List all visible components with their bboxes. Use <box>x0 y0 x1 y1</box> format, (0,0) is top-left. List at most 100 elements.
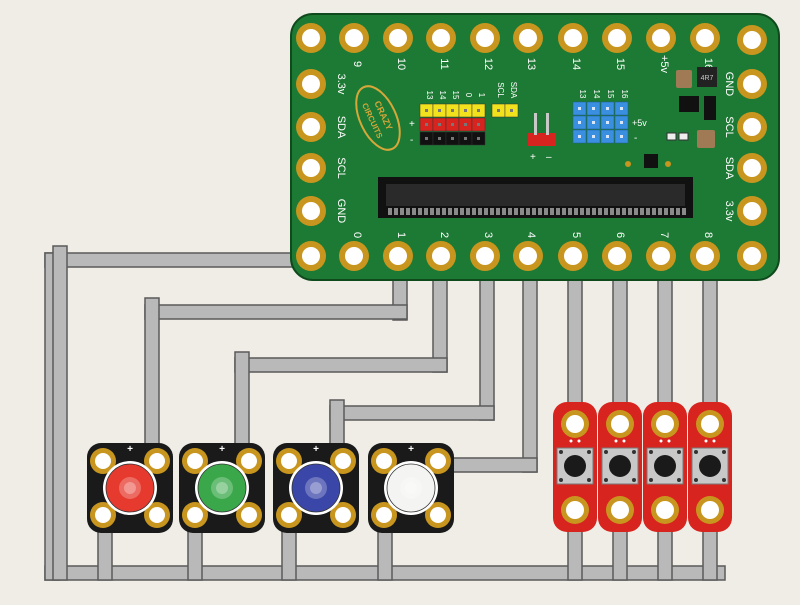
push-button-module <box>598 402 642 532</box>
pin-hole <box>389 29 407 47</box>
led-highlight <box>400 477 422 499</box>
header-pin-hole <box>592 135 595 138</box>
connector-contact <box>490 208 494 215</box>
header-minus-label: - <box>410 135 413 146</box>
header-pin-hole <box>425 137 428 140</box>
header-pin-hole <box>578 135 581 138</box>
top-pin-label: 9 <box>351 61 363 67</box>
crazy-circuits-logo: CRAZY CIRCUITS <box>355 85 401 151</box>
connector-contact <box>598 208 602 215</box>
connector-contact <box>544 208 548 215</box>
connector-contact <box>580 208 584 215</box>
connector-contact <box>520 208 524 215</box>
right-pin-label: SCL <box>723 116 735 137</box>
connector-contact <box>430 208 434 215</box>
connector-contacts <box>388 208 686 215</box>
pin-hole <box>302 247 320 265</box>
header-pin-hole <box>620 135 623 138</box>
header-pin-hole <box>464 123 467 126</box>
connector-contact <box>424 208 428 215</box>
connector-contact <box>442 208 446 215</box>
led-pad-hole <box>241 507 257 523</box>
button-cap[interactable] <box>564 455 586 477</box>
connector-contact <box>550 208 554 215</box>
pin-hole <box>302 118 320 136</box>
servo-pin-label: 16 <box>620 90 629 99</box>
header-pin-hole <box>464 109 467 112</box>
top-pin-label: 11 <box>438 58 450 69</box>
pin-hole <box>696 247 714 265</box>
connector-contact <box>610 208 614 215</box>
inductor: 4R7 <box>697 67 717 87</box>
pin-hole <box>476 247 494 265</box>
header-plus-label: + <box>409 119 415 130</box>
pin-hole <box>302 75 320 93</box>
header-pin-hole <box>620 107 623 110</box>
button-pad-hole <box>656 501 674 519</box>
header-pin-hole <box>438 123 441 126</box>
connector-contact <box>586 208 590 215</box>
button-modules <box>553 402 732 532</box>
bottom-pin-label: 2 <box>438 232 450 238</box>
header-pin-hole <box>438 137 441 140</box>
wire <box>329 405 495 421</box>
pin-hole <box>519 247 537 265</box>
led-plus-label: + <box>408 444 414 455</box>
led-lens <box>197 463 247 513</box>
connector-contact <box>532 208 536 215</box>
pin-hole <box>302 202 320 220</box>
led-pad-hole <box>149 507 165 523</box>
header-pin-hole <box>510 109 513 112</box>
button-leg <box>632 450 636 454</box>
button-leg <box>559 450 563 454</box>
left-pin-label: SCL <box>335 157 347 178</box>
button-cap[interactable] <box>699 455 721 477</box>
button-pad-hole <box>701 415 719 433</box>
push-button-module <box>688 402 732 532</box>
led-pad-hole <box>335 507 351 523</box>
led-core <box>216 482 228 494</box>
header-pin-hole <box>425 109 428 112</box>
led-pad-hole <box>187 507 203 523</box>
bottom-pin-label: 4 <box>525 232 537 238</box>
connector-contact <box>646 208 650 215</box>
connector-contact <box>628 208 632 215</box>
header-pin-label: 14 <box>438 91 447 100</box>
regulator-chip <box>679 96 699 112</box>
connector-contact <box>616 208 620 215</box>
connector-contact <box>526 208 530 215</box>
pin-hole <box>696 29 714 47</box>
pin-hole <box>743 75 761 93</box>
led-plus-label: + <box>219 444 225 455</box>
servo-pin-label: 15 <box>606 90 615 99</box>
power-header: + – <box>528 113 556 163</box>
button-pad-hole <box>611 501 629 519</box>
led-highlight <box>211 477 233 499</box>
connector-contact <box>634 208 638 215</box>
header-pin-hole <box>578 121 581 124</box>
connector-contact <box>496 208 500 215</box>
led-pad-hole <box>241 453 257 469</box>
bottom-pin-label: 0 <box>351 232 363 238</box>
pin-hole <box>345 29 363 47</box>
wire <box>522 249 538 473</box>
button-cap[interactable] <box>654 455 676 477</box>
pin-hole <box>743 247 761 265</box>
header-pin-hole <box>578 107 581 110</box>
pin-hole <box>345 247 363 265</box>
button-marker <box>704 439 708 443</box>
wire <box>52 245 68 581</box>
button-leg <box>677 450 681 454</box>
connector-contact <box>592 208 596 215</box>
status-led <box>665 161 671 167</box>
connector-contact <box>466 208 470 215</box>
bottom-pin-label: 7 <box>658 232 670 238</box>
led-lens <box>386 463 436 513</box>
connector-contact <box>664 208 668 215</box>
button-pad-hole <box>611 415 629 433</box>
button-cap[interactable] <box>609 455 631 477</box>
